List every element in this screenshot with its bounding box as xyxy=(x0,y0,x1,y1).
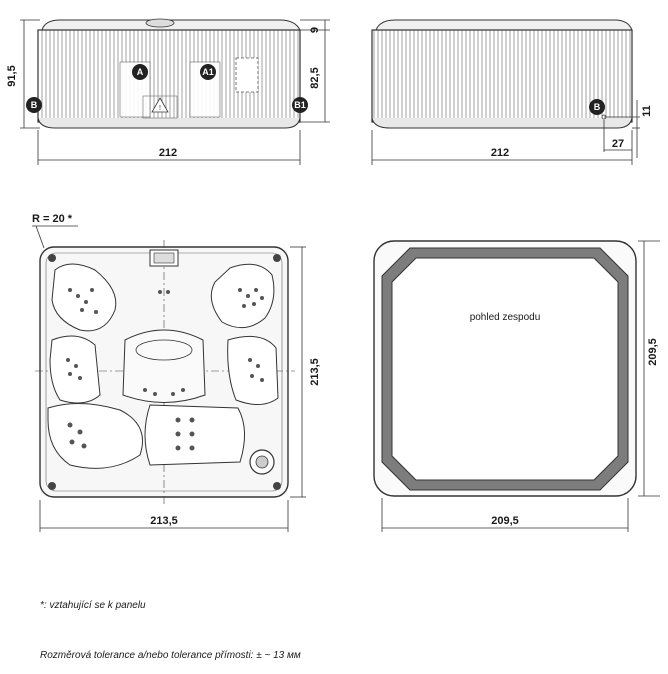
side-view-left: ! A A1 B B1 212 91,5 xyxy=(6,18,330,165)
top-view-width-dim: 213,5 xyxy=(150,515,178,527)
bottom-view-title: pohled zespodu xyxy=(470,312,541,323)
side-left-total-height-dim: 91,5 xyxy=(6,65,18,86)
top-view: R = 20 * xyxy=(32,213,321,532)
tolerance-footnote: Rozměrová tolerance a/nebo tolerance pří… xyxy=(40,650,301,661)
svg-text:!: ! xyxy=(159,105,161,112)
svg-text:A: A xyxy=(137,67,144,77)
panel-footnote: *: vztahující se k panelu xyxy=(40,600,146,611)
side-left-width-dim: 212 xyxy=(159,147,177,159)
bottom-view: pohled zespodu 209,5 209,5 xyxy=(373,240,660,532)
label-b-right-badge: B xyxy=(589,99,605,115)
label-a-badge: A xyxy=(132,64,148,80)
top-view-height-dim: 213,5 xyxy=(309,358,321,386)
side-view-right: B 212 11 27 xyxy=(371,19,653,165)
side-right-dim-11: 11 xyxy=(641,105,653,117)
radius-note: R = 20 * xyxy=(32,213,73,225)
label-b1-badge: B1 xyxy=(292,97,308,113)
svg-text:B: B xyxy=(594,102,601,112)
bottom-view-height-dim: 209,5 xyxy=(647,338,659,366)
svg-text:B1: B1 xyxy=(294,100,306,110)
side-right-width-dim: 212 xyxy=(491,147,509,159)
bottom-view-width-dim: 209,5 xyxy=(491,515,519,527)
side-right-dim-27: 27 xyxy=(612,138,624,150)
svg-text:A1: A1 xyxy=(202,67,214,77)
side-left-body-height-dim: 82,5 xyxy=(309,67,321,88)
label-b-left-badge: B xyxy=(26,97,42,113)
svg-text:B: B xyxy=(31,100,38,110)
label-a1-badge: A1 xyxy=(200,64,216,80)
side-left-top-offset-dim: 9 xyxy=(309,27,321,33)
